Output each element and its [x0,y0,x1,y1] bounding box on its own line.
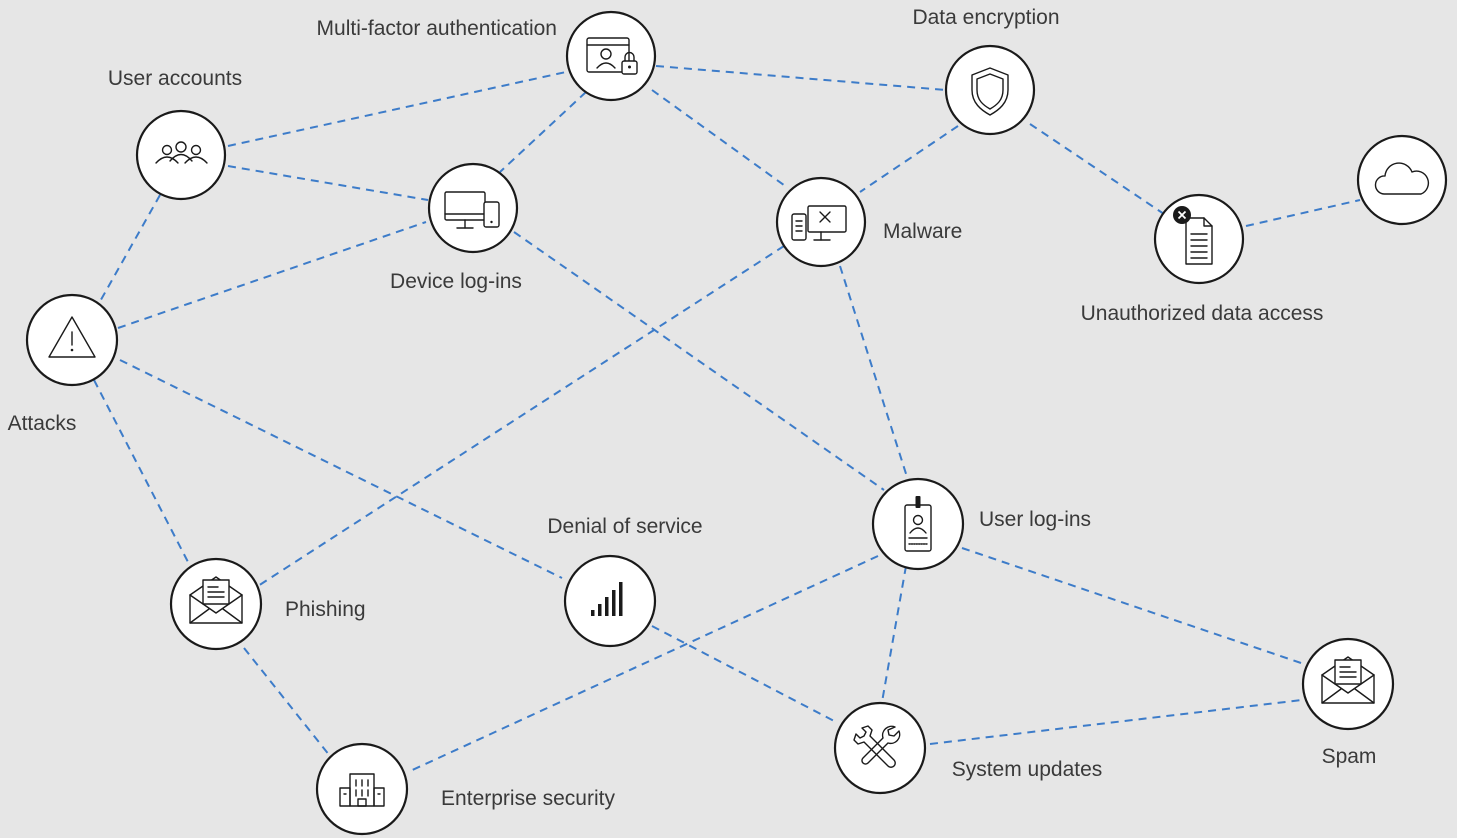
edge-attacks-dos [119,359,563,579]
badge-icon [904,496,932,552]
node-label: Device log-ins [390,270,522,293]
edge-malware-user-logins [839,265,909,481]
edge-user-logins-updates [881,565,907,703]
node-device[interactable]: Device log-ins [390,162,522,293]
node-label: Malware [883,220,962,243]
edge-mfa-malware [651,89,789,189]
node-label: Phishing [285,598,366,621]
node-cloud[interactable] [1356,134,1448,226]
edge-user-logins-spam [961,547,1305,665]
edge-malware-phishing [257,245,785,587]
node-mfa[interactable]: Multi-factor authentication [317,10,657,102]
document-error-icon [1173,206,1213,265]
devices-icon [444,191,500,229]
edge-user-accounts-attacks [97,194,161,306]
edge-encryption-unauthorized [1029,123,1165,215]
node-circle [1356,134,1448,226]
node-dos[interactable]: Denial of service [547,515,703,648]
node-label: System updates [952,758,1103,781]
node-user-accounts[interactable]: User accounts [108,67,242,201]
node-label: Enterprise security [441,787,615,810]
signal-bars-icon [591,582,623,616]
edge-attacks-device [117,221,427,329]
node-label: Multi-factor authentication [317,17,557,40]
browser-lock-icon [586,37,638,75]
edge-device-user-logins [513,231,885,491]
node-malware[interactable]: Malware [775,176,962,268]
node-spam[interactable]: Spam [1301,637,1395,768]
edge-encryption-malware [859,125,959,193]
node-circle [833,701,927,795]
node-phishing[interactable]: Phishing [169,557,366,651]
node-label: Unauthorized data access [1081,302,1324,325]
node-circle [427,162,519,254]
node-attacks[interactable]: Attacks [8,293,119,435]
mail-icon [1321,656,1375,704]
edge-mfa-device [499,91,587,173]
node-user-logins[interactable]: User log-ins [871,477,1091,571]
node-label: Spam [1322,745,1377,768]
node-circle [775,176,867,268]
shield-icon [971,67,1009,116]
cloud-icon [1374,162,1430,195]
node-enterprise[interactable]: Enterprise security [315,742,615,836]
edge-user-accounts-device [227,165,429,201]
building-icon [339,773,385,807]
node-unauthorized[interactable]: Unauthorized data access [1081,193,1324,325]
edge-user-logins-enterprise [407,555,879,773]
node-label: User accounts [108,67,242,90]
node-circle [1153,193,1245,285]
node-circle [563,554,657,648]
mail-icon [189,576,243,624]
node-encryption[interactable]: Data encryption [912,6,1060,136]
edge-attacks-phishing [93,379,189,563]
edge-dos-updates [651,625,837,723]
node-label: Attacks [8,412,77,435]
tools-icon [853,725,901,768]
edge-phishing-enterprise [243,647,331,757]
warning-icon [48,316,96,358]
computer-x-icon [791,205,847,241]
node-label: Data encryption [912,6,1059,29]
people-icon [155,141,208,164]
edge-updates-spam [929,699,1303,745]
edges [93,65,1361,773]
node-circle [315,742,409,836]
node-label: User log-ins [979,508,1091,531]
node-updates[interactable]: System updates [833,701,1103,795]
edge-unauthorized-cloud [1245,199,1361,227]
node-label: Denial of service [547,515,702,538]
node-circle [944,44,1036,136]
edge-user-accounts-mfa [227,71,567,147]
edge-mfa-encryption [655,65,947,91]
